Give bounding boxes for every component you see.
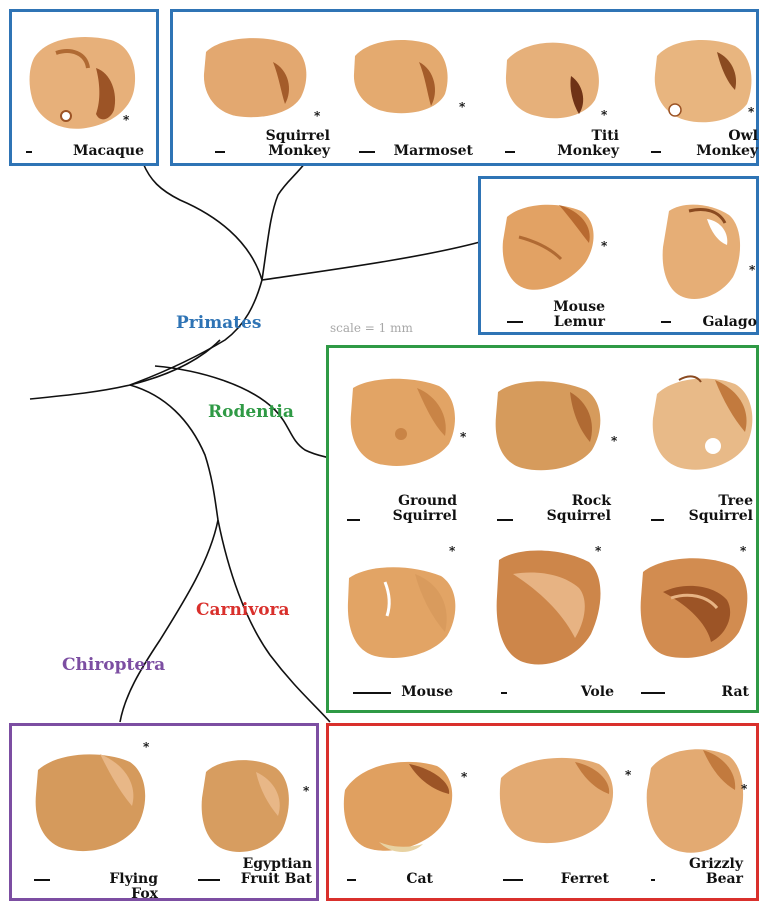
- rock-squirrel-asterisk: *: [611, 434, 617, 448]
- marmoset-asterisk: *: [459, 100, 465, 114]
- galago-section: [659, 197, 745, 305]
- grizzly-bear-scale-bar: [651, 879, 655, 881]
- titi-monkey-label: Titi Monkey: [543, 129, 619, 159]
- branch-macaque: [143, 163, 262, 280]
- ground-squirrel-scale-bar: [347, 519, 360, 521]
- tree-squirrel-section: [649, 370, 757, 478]
- flying-fox-scale-bar: [34, 879, 50, 881]
- flying-fox-section: [32, 744, 152, 856]
- squirrel-monkey-asterisk: *: [314, 109, 320, 123]
- rat-section: [637, 550, 753, 662]
- branch-carnivora: [218, 520, 330, 722]
- grizzly-bear-asterisk: *: [741, 782, 747, 796]
- marmoset-scale-bar: [359, 151, 375, 153]
- titi-monkey-scale-bar: [505, 151, 515, 153]
- ferret-label: Ferret: [539, 872, 609, 887]
- tree-squirrel-label: Tree Squirrel: [687, 494, 753, 524]
- galago-label: Galago: [681, 315, 757, 330]
- primates-label: Primates: [176, 313, 261, 333]
- rock-squirrel-label: Rock Squirrel: [537, 494, 611, 524]
- ferret-section: [495, 748, 619, 848]
- macaque-label: Macaque: [73, 144, 144, 159]
- rodentia-panel: * Ground Squirrel * Rock Squirrel Tree S…: [326, 345, 759, 713]
- egyptian-fruit-bat-label: Egyptian Fruit Bat: [222, 857, 312, 887]
- branch-strepsirrhine: [262, 242, 480, 280]
- carnivora-panel: * Cat * Ferret * Grizzly Bear: [326, 723, 759, 901]
- rat-label: Rat: [689, 685, 749, 700]
- tree-squirrel-scale-bar: [651, 519, 664, 521]
- marmoset-label: Marmoset: [383, 144, 473, 159]
- ferret-asterisk: *: [625, 768, 631, 782]
- mouse-lemur-asterisk: *: [601, 239, 607, 253]
- mouse-lemur-section: [499, 197, 599, 297]
- squirrel-monkey-section: [201, 32, 311, 120]
- cat-section: [339, 750, 459, 858]
- vole-label: Vole: [534, 685, 614, 700]
- cat-label: Cat: [383, 872, 433, 887]
- mouse-label: Mouse: [393, 685, 453, 700]
- grizzly-bear-section: [641, 740, 749, 858]
- galago-scale-bar: [661, 321, 671, 323]
- cat-scale-bar: [347, 879, 356, 881]
- carnivora-label: Carnivora: [196, 600, 290, 620]
- squirrel-monkey-scale-bar: [215, 151, 225, 153]
- owl-monkey-scale-bar: [651, 151, 661, 153]
- ground-squirrel-section: [347, 374, 459, 470]
- scale-note: scale = 1 mm: [330, 321, 413, 335]
- rock-squirrel-section: [492, 376, 604, 474]
- flying-fox-label: Flying Fox: [82, 872, 158, 902]
- macaque-panel: * Macaque: [9, 9, 159, 166]
- cat-asterisk: *: [461, 770, 467, 784]
- branch-root: [30, 340, 220, 399]
- owl-monkey-asterisk: *: [748, 105, 754, 119]
- egyptian-fruit-bat-scale-bar: [198, 879, 220, 881]
- mouse-asterisk: *: [449, 544, 455, 558]
- branch-chiroptera: [120, 520, 218, 722]
- mouse-section: [345, 560, 461, 662]
- owl-monkey-label: Owl Monkey: [683, 129, 758, 159]
- owl-monkey-section: [651, 34, 755, 126]
- ground-squirrel-label: Ground Squirrel: [389, 494, 457, 524]
- branch-anthropoid: [262, 163, 305, 280]
- egyptian-fruit-bat-section: [198, 752, 294, 856]
- rodentia-label: Rodentia: [208, 402, 294, 422]
- macaque-scale-bar: [26, 151, 32, 153]
- ground-squirrel-asterisk: *: [460, 430, 466, 444]
- egyptian-fruit-bat-asterisk: *: [303, 784, 309, 798]
- strepsirrhine-panel: * Mouse Lemur * Galago: [478, 176, 759, 335]
- chiroptera-label: Chiroptera: [62, 655, 165, 675]
- macaque-asterisk: *: [123, 113, 129, 127]
- rat-scale-bar: [641, 692, 665, 694]
- rat-asterisk: *: [740, 544, 746, 558]
- mouse-lemur-label: Mouse Lemur: [545, 300, 605, 330]
- galago-asterisk: *: [749, 263, 755, 277]
- squirrel-monkey-label: Squirrel Monkey: [258, 129, 330, 159]
- titi-monkey-section: [503, 36, 603, 122]
- new-world-monkeys-panel: * Squirrel Monkey * Marmoset * Titi Monk…: [170, 9, 759, 166]
- marmoset-section: [351, 34, 451, 116]
- vole-section: [493, 544, 605, 670]
- branch-laurasiatheria: [130, 385, 218, 520]
- mouse-lemur-scale-bar: [507, 321, 523, 323]
- vole-scale-bar: [501, 692, 507, 694]
- grizzly-bear-label: Grizzly Bear: [669, 857, 743, 887]
- mouse-scale-bar: [353, 692, 391, 694]
- vole-asterisk: *: [595, 544, 601, 558]
- chiroptera-panel: * Flying Fox * Egyptian Fruit Bat: [9, 723, 319, 901]
- flying-fox-asterisk: *: [143, 740, 149, 754]
- rock-squirrel-scale-bar: [497, 519, 513, 521]
- titi-monkey-asterisk: *: [601, 108, 607, 122]
- ferret-scale-bar: [503, 879, 523, 881]
